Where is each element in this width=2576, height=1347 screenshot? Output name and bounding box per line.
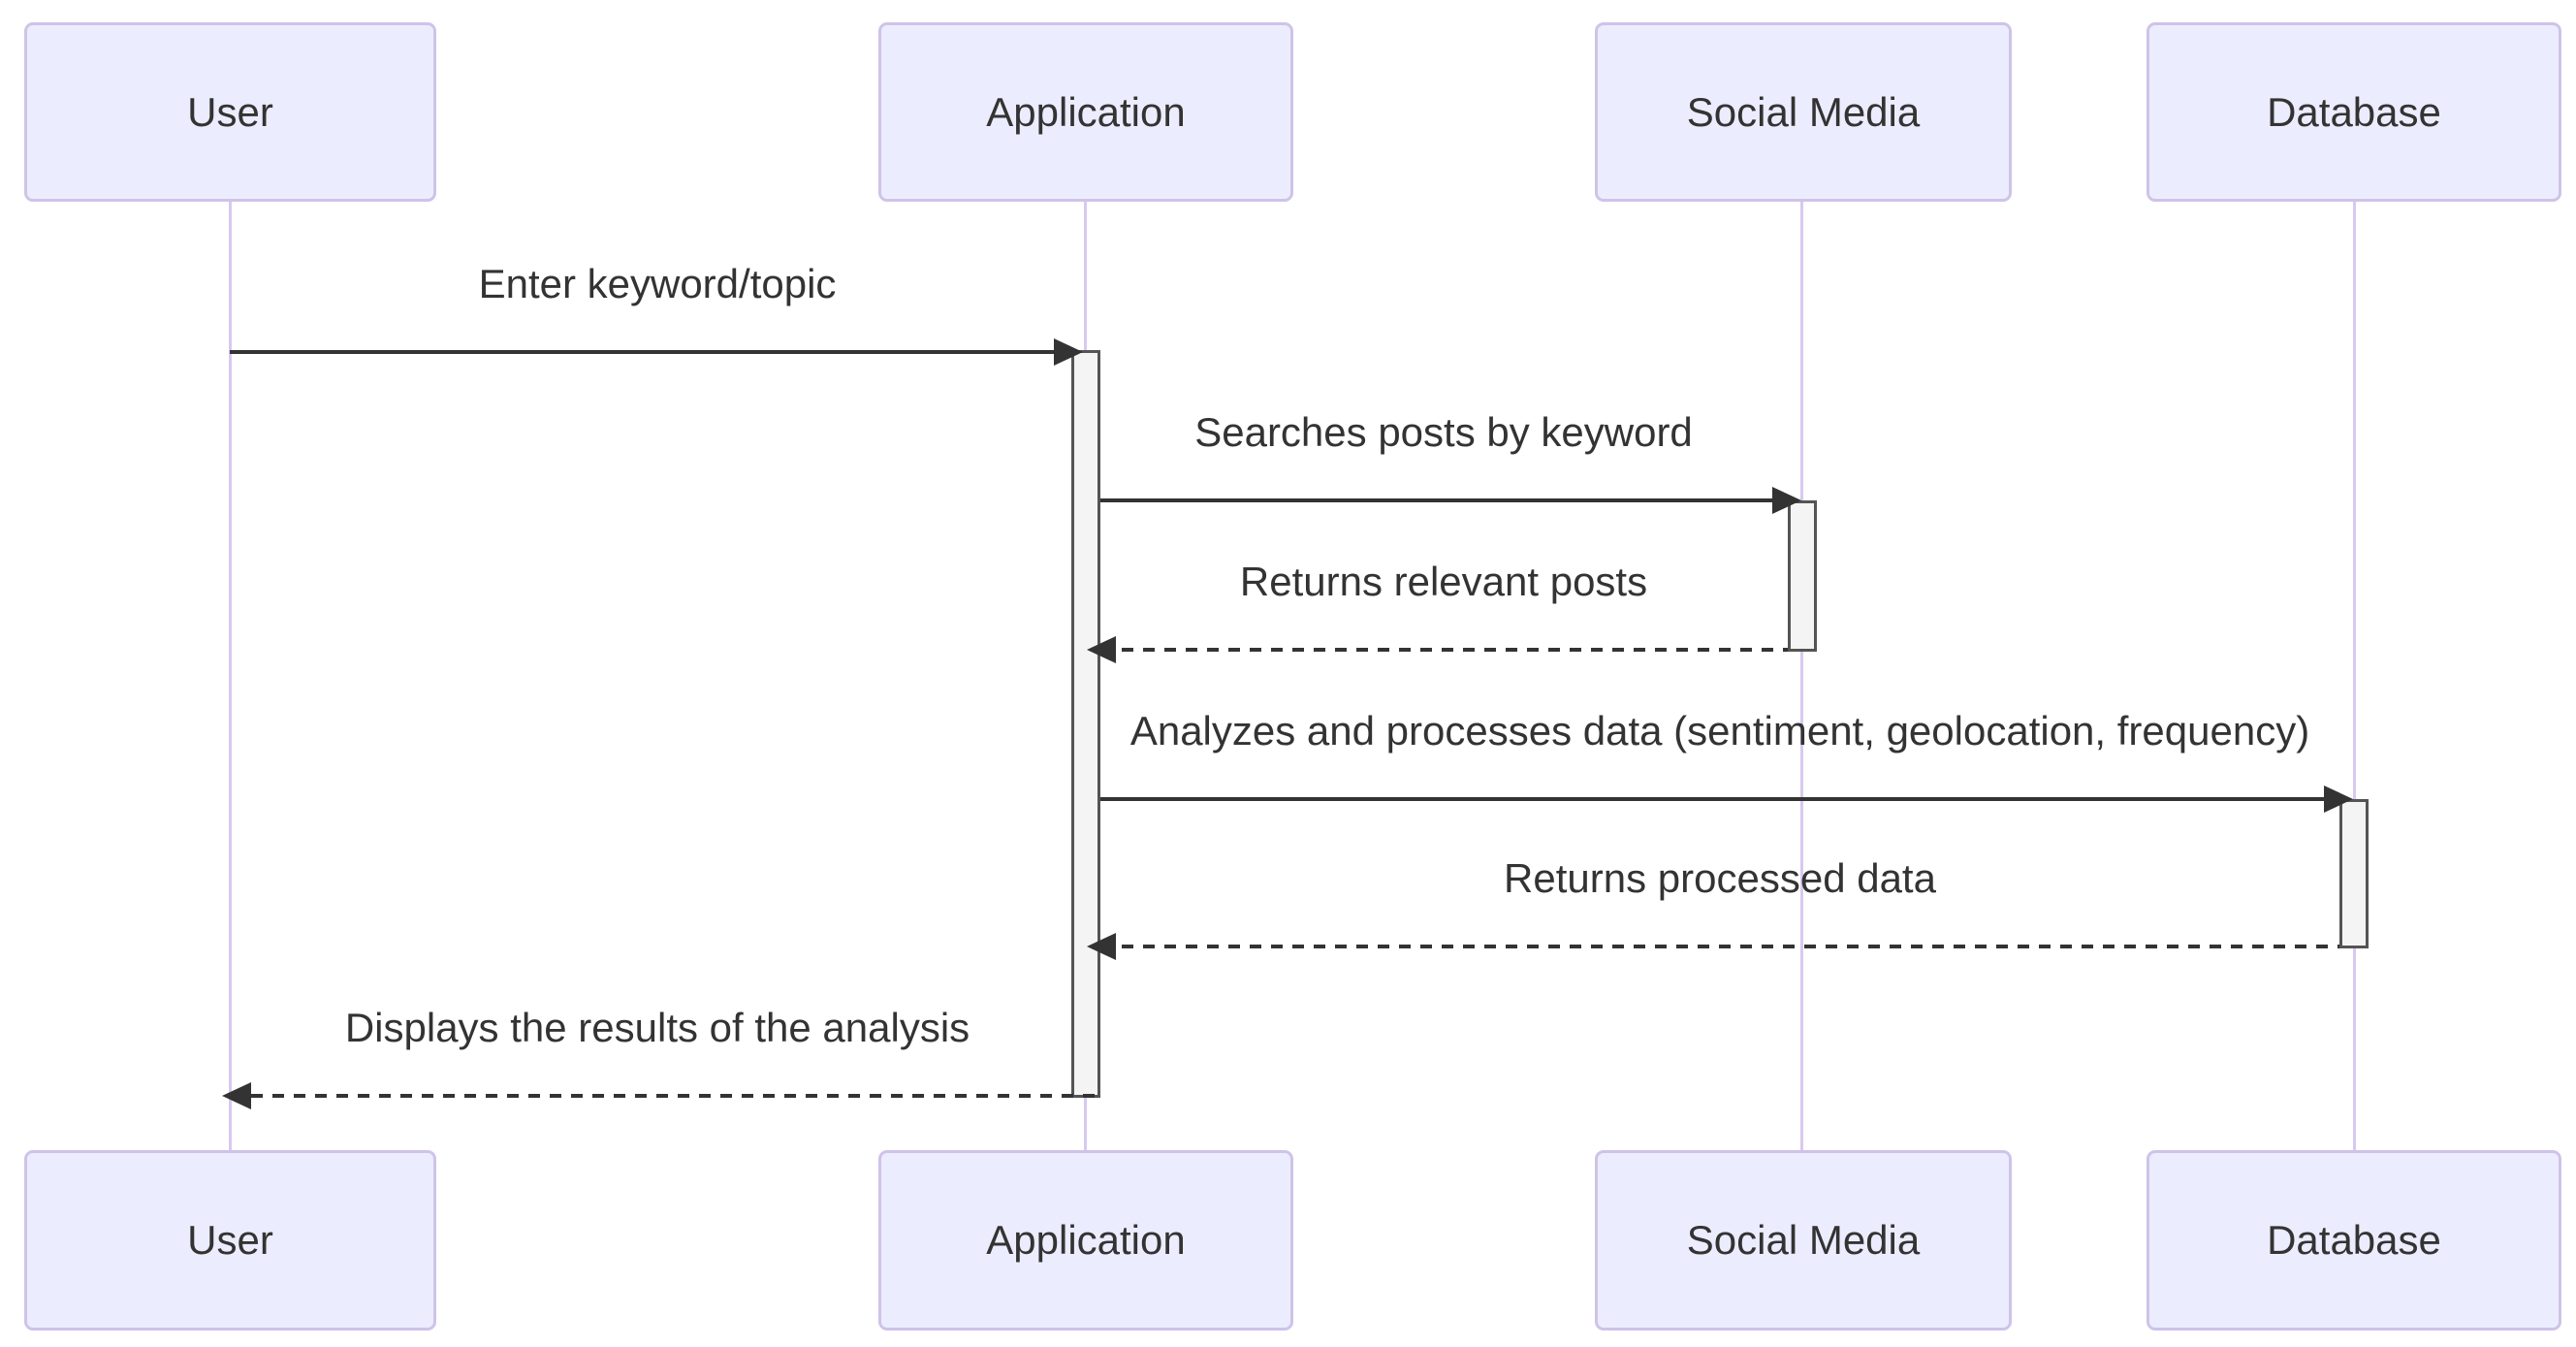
application-activation-bar: [1071, 350, 1100, 1098]
social-media-activation-bar: [1788, 500, 1817, 652]
message-6-label: Displays the results of the analysis: [344, 1005, 970, 1050]
message-5-line: [1100, 945, 2339, 948]
message-3-arrowhead-left-icon: [1087, 636, 1116, 663]
actor-bottom-social-media-label: Social Media: [1686, 1217, 1921, 1263]
message-3-line: [1100, 648, 1788, 652]
message-2-line: [1100, 498, 1790, 502]
message-4-arrowhead-right-icon: [2324, 786, 2353, 813]
message-4-line: [1100, 797, 2341, 801]
actor-bottom-database: Database: [2147, 1150, 2561, 1331]
message-2-arrowhead-right-icon: [1772, 487, 1801, 514]
message-5-arrowhead-left-icon: [1087, 933, 1116, 960]
actor-top-database: Database: [2147, 22, 2561, 202]
message-5-label: Returns processed data: [1504, 855, 1936, 901]
actor-top-social-media-label: Social Media: [1686, 88, 1921, 135]
user-lifeline: [229, 202, 232, 1150]
actor-bottom-application-label: Application: [986, 1217, 1186, 1263]
message-3-label: Returns relevant posts: [1239, 559, 1648, 604]
actor-top-application: Application: [878, 22, 1293, 202]
message-6-arrowhead-left-icon: [222, 1082, 251, 1109]
message-1-arrowhead-right-icon: [1054, 338, 1083, 366]
message-2-label: Searches posts by keyword: [1194, 409, 1693, 455]
actor-bottom-user-label: User: [187, 1217, 273, 1263]
actor-bottom-social-media: Social Media: [1595, 1150, 2012, 1331]
database-lifeline: [2353, 202, 2356, 1150]
actor-bottom-application: Application: [878, 1150, 1293, 1331]
actor-bottom-user: User: [24, 1150, 436, 1331]
actor-top-application-label: Application: [986, 88, 1186, 135]
message-1-label: Enter keyword/topic: [478, 261, 837, 306]
actor-top-social-media: Social Media: [1595, 22, 2012, 202]
social-media-lifeline: [1800, 202, 1803, 1150]
actor-top-user-label: User: [187, 88, 273, 135]
actor-bottom-database-label: Database: [2267, 1217, 2441, 1263]
actor-top-user: User: [24, 22, 436, 202]
actor-top-database-label: Database: [2267, 88, 2441, 135]
database-activation-bar: [2339, 799, 2369, 948]
message-1-line: [230, 350, 1071, 354]
message-4-label: Analyzes and processes data (sentiment, …: [1129, 708, 2310, 754]
message-6-line: [230, 1094, 1100, 1098]
